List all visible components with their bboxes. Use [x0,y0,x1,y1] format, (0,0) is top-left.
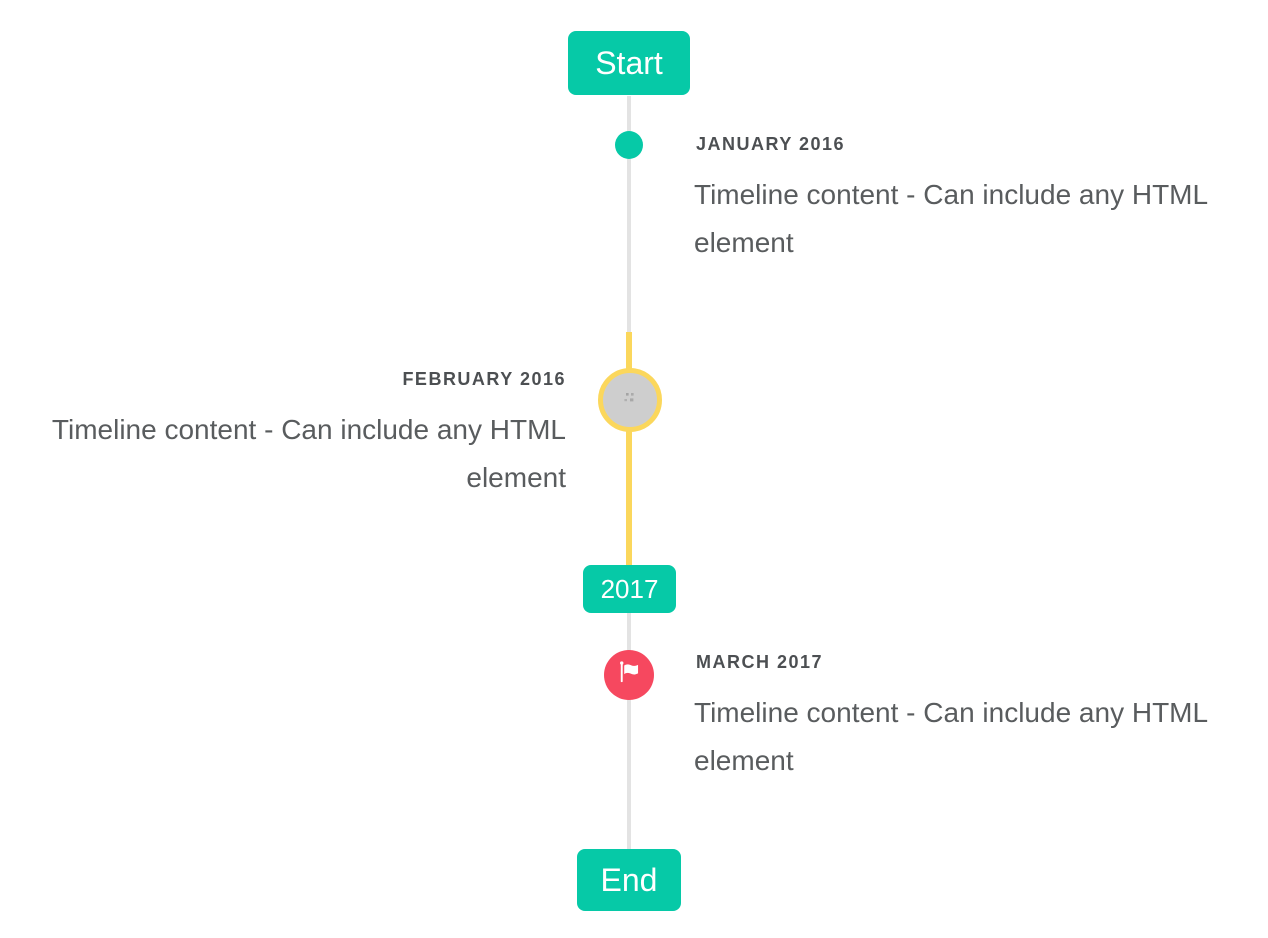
event-marker-flag-circle [604,650,654,700]
event-marker-image-circle [598,368,662,432]
event-content-march-2017: Timeline content - Can include any HTML … [694,697,1208,776]
timeline-year-badge: 2017 [583,565,676,613]
event-content-february-2016: Timeline content - Can include any HTML … [51,414,566,493]
event-content-january-2016: Timeline content - Can include any HTML … [694,179,1208,258]
event-marker-dot [615,131,643,159]
timeline-end-badge: End [577,849,681,911]
timeline-line-highlight-segment [626,332,632,565]
flag-icon [616,659,643,691]
event-label-january-2016: JANUARY 2016 [696,134,846,154]
broken-image-icon [622,391,639,410]
timeline-start-badge: Start [568,31,690,95]
event-label-february-2016: FEBRUARY 2016 [402,369,566,389]
event-label-march-2017: MARCH 2017 [696,652,824,672]
